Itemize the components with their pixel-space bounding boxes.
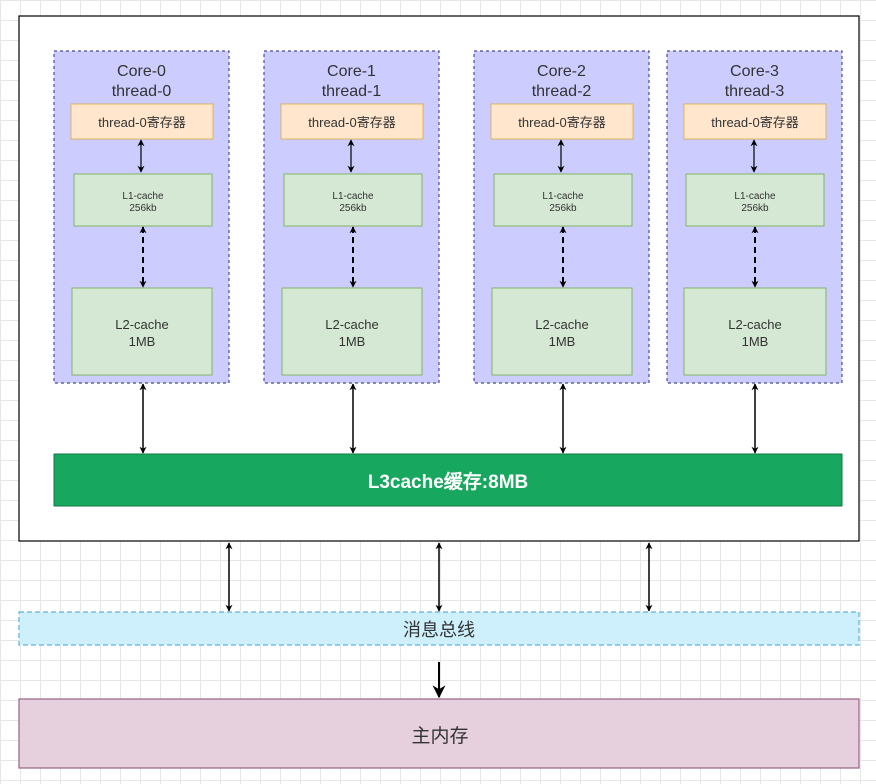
core-0-l1-name: L1-cache: [122, 191, 164, 202]
core-1-l2-cache: [281, 287, 423, 376]
core-2-l1-size: 256kb: [549, 203, 577, 214]
core-1-l1-size: 256kb: [339, 203, 367, 214]
core-2-register-label: thread-0寄存器: [518, 115, 605, 130]
message-bus: [18, 611, 860, 646]
core-0-thread-label: thread-0: [112, 83, 172, 100]
core-3-register-label: thread-0寄存器: [711, 115, 798, 130]
core-3-l1-cache: [685, 173, 825, 227]
core-2: Core-2 thread-2 thread-0寄存器 L1-cache 256…: [473, 50, 650, 454]
core-0-label: Core-0: [117, 63, 166, 80]
core-3-l2-cache: [683, 287, 827, 376]
core-2-thread-label: thread-2: [532, 83, 592, 100]
core-0-l1-size: 256kb: [129, 203, 157, 214]
core-3-l2-size: 1MB: [742, 334, 769, 349]
main-memory-label: 主内存: [411, 725, 468, 747]
core-3-l1-size: 256kb: [741, 203, 769, 214]
core-3-register: [683, 103, 827, 140]
main-memory: [18, 698, 860, 769]
core-1-label: Core-1: [327, 63, 376, 80]
core-2-l2-cache: [491, 287, 633, 376]
l3-cache: [53, 453, 843, 507]
core-0-register: [70, 103, 214, 140]
core-0-l2-size: 1MB: [129, 334, 156, 349]
core-3-l1-name: L1-cache: [734, 191, 776, 202]
core-1-l2-name: L2-cache: [325, 317, 378, 332]
core-2-l2-size: 1MB: [549, 334, 576, 349]
core-1-thread-label: thread-1: [322, 83, 382, 100]
core-0-l2-name: L2-cache: [115, 317, 168, 332]
core-1: Core-1 thread-1 thread-0寄存器 L1-cache 256…: [263, 50, 440, 454]
core-2-l1-cache: [493, 173, 633, 227]
core-3: Core-3 thread-3 thread-0寄存器 L1-cache 256…: [666, 50, 843, 454]
core-2-label: Core-2: [537, 63, 586, 80]
core-0-l1-cache: [73, 173, 213, 227]
core-2-l2-name: L2-cache: [535, 317, 588, 332]
core-0-register-label: thread-0寄存器: [98, 115, 185, 130]
core-1-register: [280, 103, 424, 140]
core-2-l1-name: L1-cache: [542, 191, 584, 202]
core-1-l1-cache: [283, 173, 423, 227]
core-3-label: Core-3: [730, 63, 779, 80]
core-1-register-label: thread-0寄存器: [308, 115, 395, 130]
core-2-register: [490, 103, 634, 140]
core-0-l2-cache: [71, 287, 213, 376]
message-bus-label: 消息总线: [403, 620, 475, 640]
core-3-l2-name: L2-cache: [728, 317, 781, 332]
l3-cache-label: L3cache缓存:8MB: [368, 470, 529, 493]
core-3-thread-label: thread-3: [725, 83, 785, 100]
core-1-l1-name: L1-cache: [332, 191, 374, 202]
core-1-l2-size: 1MB: [339, 334, 366, 349]
core-0: Core-0 thread-0 thread-0寄存器 L1-cache 256…: [53, 50, 230, 454]
